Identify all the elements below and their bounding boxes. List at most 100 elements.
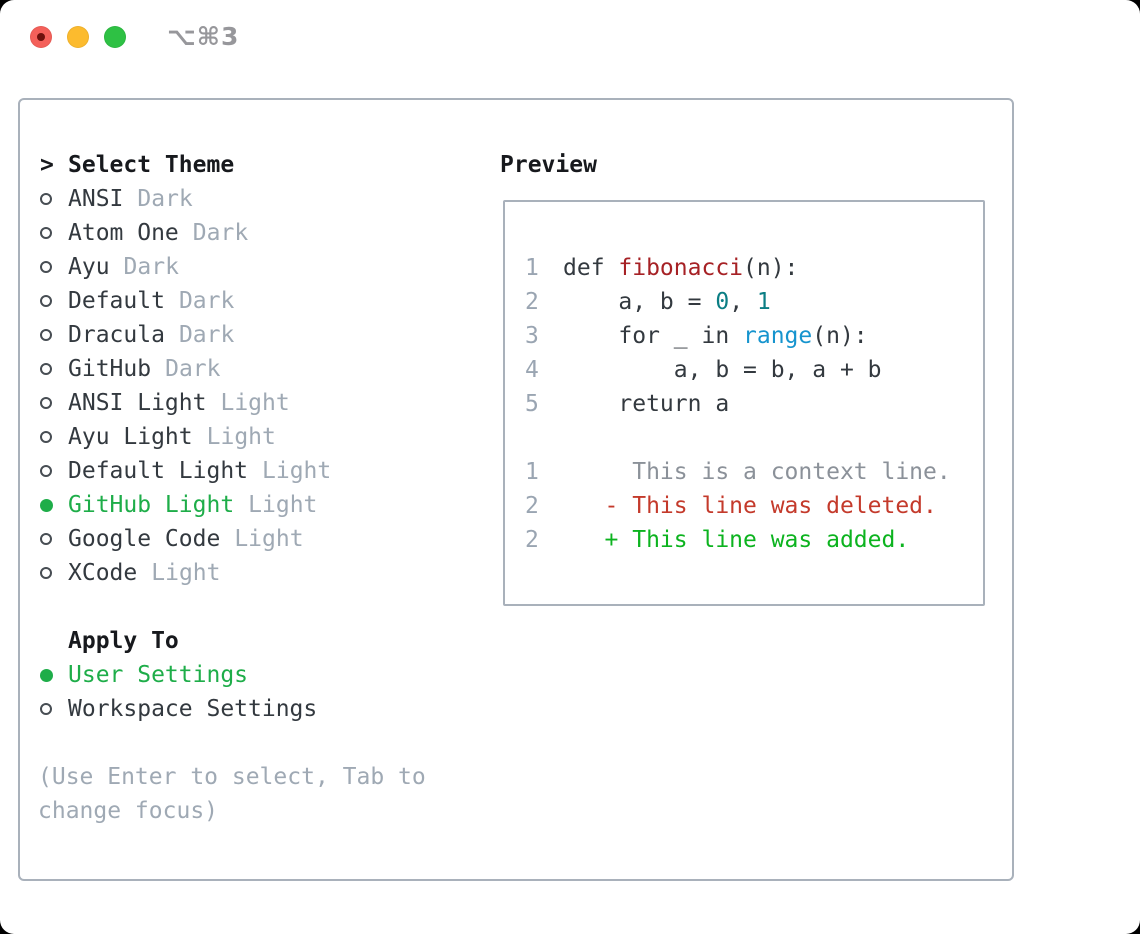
theme-option-label: Default xyxy=(68,288,165,314)
theme-option-variant: Light xyxy=(206,424,276,450)
theme-option-label: Dracula xyxy=(68,322,165,348)
line-number: 3 xyxy=(525,323,539,349)
theme-option-variant: Dark xyxy=(137,186,193,212)
unsaved-dot-icon xyxy=(37,33,45,41)
theme-selector-column: > Select Theme ANSI Dark Atom One Dark A… xyxy=(20,148,490,828)
theme-option-dracula[interactable]: Dracula Dark xyxy=(20,318,490,352)
radio-icon xyxy=(40,668,53,682)
line-content: This is a context line. xyxy=(563,459,951,485)
theme-picker-panel: > Select Theme ANSI Dark Atom One Dark A… xyxy=(18,98,1014,881)
spacer xyxy=(20,590,490,624)
hint-line: change focus) xyxy=(38,798,219,824)
apply-to-header: Apply To xyxy=(20,624,490,658)
preview-title: Preview xyxy=(500,152,597,178)
preview-line: 5 return a xyxy=(525,387,983,421)
radio-icon xyxy=(40,261,52,273)
preview-line: 2 - This line was deleted. xyxy=(525,489,983,523)
apply-to-title: Apply To xyxy=(68,628,179,654)
radio-icon xyxy=(40,567,52,579)
line-content: - This line was deleted. xyxy=(563,493,937,519)
theme-option-variant: Light xyxy=(151,560,221,586)
select-theme-header: > Select Theme xyxy=(20,148,490,182)
apply-option-label: Workspace Settings xyxy=(68,696,318,722)
theme-option-ansi[interactable]: ANSI Dark xyxy=(20,182,490,216)
theme-option-ansi-light[interactable]: ANSI Light Light xyxy=(20,386,490,420)
apply-to-list: User Settings Workspace Settings xyxy=(20,658,490,726)
theme-option-label: GitHub Light xyxy=(68,492,235,518)
spacer xyxy=(20,726,490,760)
radio-icon xyxy=(40,431,52,443)
close-button[interactable] xyxy=(30,26,52,48)
theme-option-label: GitHub xyxy=(68,356,152,382)
theme-option-atom-one[interactable]: Atom One Dark xyxy=(20,216,490,250)
theme-option-label: XCode xyxy=(68,560,138,586)
preview-line: 3 for _ in range(n): xyxy=(525,319,983,353)
theme-option-ayu[interactable]: Ayu Dark xyxy=(20,250,490,284)
line-content: def fibonacci(n): xyxy=(563,255,799,281)
line-content: + This line was added. xyxy=(563,527,910,553)
theme-option-label: Ayu Light xyxy=(68,424,193,450)
preview-line xyxy=(525,421,983,455)
radio-icon xyxy=(40,498,53,512)
radio-icon xyxy=(40,703,52,715)
prompt-icon: > xyxy=(40,152,54,178)
line-number: 2 xyxy=(525,493,539,519)
theme-option-label: Google Code xyxy=(68,526,221,552)
theme-option-google-code[interactable]: Google Code Light xyxy=(20,522,490,556)
line-number: 2 xyxy=(525,527,539,553)
zoom-button[interactable] xyxy=(104,26,126,48)
theme-option-variant: Light xyxy=(262,458,332,484)
radio-icon xyxy=(40,329,52,341)
theme-option-ayu-light[interactable]: Ayu Light Light xyxy=(20,420,490,454)
line-content: a, b = b, a + b xyxy=(563,357,882,383)
apply-option-workspace-settings[interactable]: Workspace Settings xyxy=(20,692,490,726)
line-number: 2 xyxy=(525,289,539,315)
radio-icon xyxy=(40,363,52,375)
theme-option-variant: Light xyxy=(234,526,304,552)
preview-line: 4 a, b = b, a + b xyxy=(525,353,983,387)
apply-option-user-settings[interactable]: User Settings xyxy=(20,658,490,692)
line-content: for _ in range(n): xyxy=(563,323,868,349)
radio-icon xyxy=(40,295,52,307)
line-content: a, b = 0, 1 xyxy=(563,289,771,315)
radio-icon xyxy=(40,397,52,409)
select-theme-title: Select Theme xyxy=(68,152,235,178)
hint-line: (Use Enter to select, Tab to xyxy=(38,764,426,790)
theme-option-label: Ayu xyxy=(68,254,110,280)
apply-option-label: User Settings xyxy=(68,662,249,688)
theme-option-variant: Dark xyxy=(192,220,249,246)
radio-icon xyxy=(40,533,52,545)
preview-line: 1 This is a context line. xyxy=(525,455,983,489)
theme-option-variant: Dark xyxy=(178,322,235,348)
preview-line: 2 + This line was added. xyxy=(525,523,983,557)
theme-option-label: ANSI xyxy=(68,186,124,212)
theme-option-label: Default Light xyxy=(68,458,249,484)
theme-option-default[interactable]: Default Dark xyxy=(20,284,490,318)
theme-option-github-light[interactable]: GitHub Light Light xyxy=(20,488,490,522)
theme-option-label: Atom One xyxy=(68,220,179,246)
theme-option-variant: Light xyxy=(220,390,290,416)
line-content: return a xyxy=(563,391,730,417)
line-number: 5 xyxy=(525,391,539,417)
radio-icon xyxy=(40,227,52,239)
theme-option-github[interactable]: GitHub Dark xyxy=(20,352,490,386)
traffic-lights xyxy=(30,26,126,48)
theme-option-variant: Dark xyxy=(165,356,221,382)
theme-option-label: ANSI Light xyxy=(68,390,207,416)
preview-line: 2 a, b = 0, 1 xyxy=(525,285,983,319)
hint-text: (Use Enter to select, Tab to change focus… xyxy=(20,760,490,828)
theme-option-default-light[interactable]: Default Light Light xyxy=(20,454,490,488)
theme-list: ANSI Dark Atom One Dark Ayu Dark Default… xyxy=(20,182,490,590)
minimize-button[interactable] xyxy=(67,26,89,48)
theme-option-variant: Dark xyxy=(123,254,179,280)
preview-line: 1 def fibonacci(n): xyxy=(525,251,983,285)
radio-icon xyxy=(40,465,52,477)
line-number: 1 xyxy=(525,255,539,281)
theme-option-xcode[interactable]: XCode Light xyxy=(20,556,490,590)
line-number: 1 xyxy=(525,459,539,485)
radio-icon xyxy=(40,193,52,205)
window-shortcut-label: ⌥⌘3 xyxy=(167,22,240,51)
theme-option-variant: Light xyxy=(248,492,318,518)
